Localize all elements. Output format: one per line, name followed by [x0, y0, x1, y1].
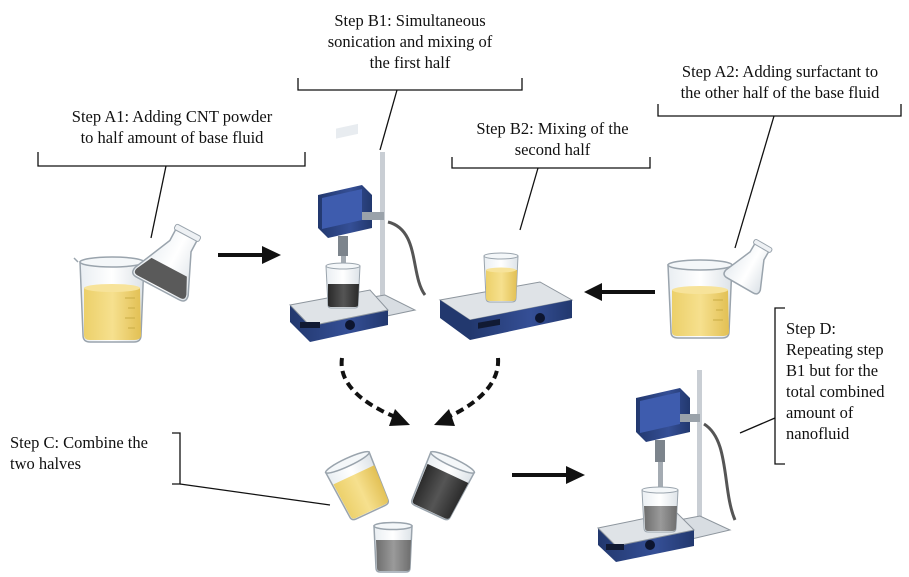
label-step-c-line2: two halves	[10, 454, 82, 473]
label-step-d-line6: nanofluid	[786, 424, 850, 443]
bracket-b2	[451, 157, 651, 231]
bracket-c	[172, 432, 331, 506]
sonicator-mixer-b1	[289, 123, 427, 342]
beaker-a1-base-fluid	[73, 256, 145, 343]
dashed-arrow-left	[339, 357, 410, 426]
label-step-a2-line1: Step A2: Adding surfactant to	[681, 62, 879, 81]
label-step-b1-line3: the first half	[369, 53, 451, 72]
beaker-c-fluid-half	[324, 450, 389, 521]
bracket-a2	[657, 104, 902, 249]
label-step-b1-line2: sonication and mixing of	[327, 32, 493, 51]
label-step-c-line1: Step C: Combine the	[10, 433, 148, 452]
label-step-b1-line1: Step B1: Simultaneous	[334, 11, 486, 30]
beaker-a2-base-fluid	[667, 259, 733, 339]
arrow-a2-to-b2	[584, 283, 655, 301]
arrow-c-to-d	[512, 466, 585, 484]
label-step-d-line4: total combined	[786, 382, 885, 401]
label-step-d-line3: B1 but for the	[786, 361, 879, 380]
label-step-a1-line2: to half amount of base fluid	[80, 128, 264, 147]
label-step-d: Step D: Repeating step B1 but for the to…	[786, 318, 908, 444]
bracket-b1	[297, 78, 523, 151]
sonicator-mixer-d	[596, 370, 737, 562]
dashed-arrow-right	[434, 357, 501, 426]
label-step-a2: Step A2: Adding surfactant to the other …	[652, 61, 908, 103]
label-step-b1: Step B1: Simultaneous sonication and mix…	[290, 10, 530, 73]
label-step-d-line2: Repeating step	[786, 340, 884, 359]
label-step-b2-line2: second half	[514, 140, 591, 159]
label-step-a2-line2: the other half of the base fluid	[680, 83, 880, 102]
mixer-b2	[438, 252, 574, 340]
bracket-a1	[37, 152, 306, 239]
label-step-a1: Step A1: Adding CNT powder to half amoun…	[36, 106, 308, 148]
label-step-b2: Step B2: Mixing of the second half	[450, 118, 655, 160]
label-step-c: Step C: Combine the two halves	[10, 432, 180, 474]
label-step-d-line5: amount of	[786, 403, 854, 422]
flask-cnt-powder	[132, 223, 202, 302]
arrow-a1-to-b1	[218, 246, 281, 264]
label-step-a1-line1: Step A1: Adding CNT powder	[71, 107, 273, 126]
label-step-d-line1: Step D:	[786, 319, 836, 338]
label-step-b2-line1: Step B2: Mixing of the	[476, 119, 629, 138]
beaker-c-combined	[373, 521, 413, 573]
beaker-c-cnt-half	[411, 450, 476, 521]
bracket-d	[739, 307, 785, 465]
flask-surfactant	[723, 238, 773, 295]
